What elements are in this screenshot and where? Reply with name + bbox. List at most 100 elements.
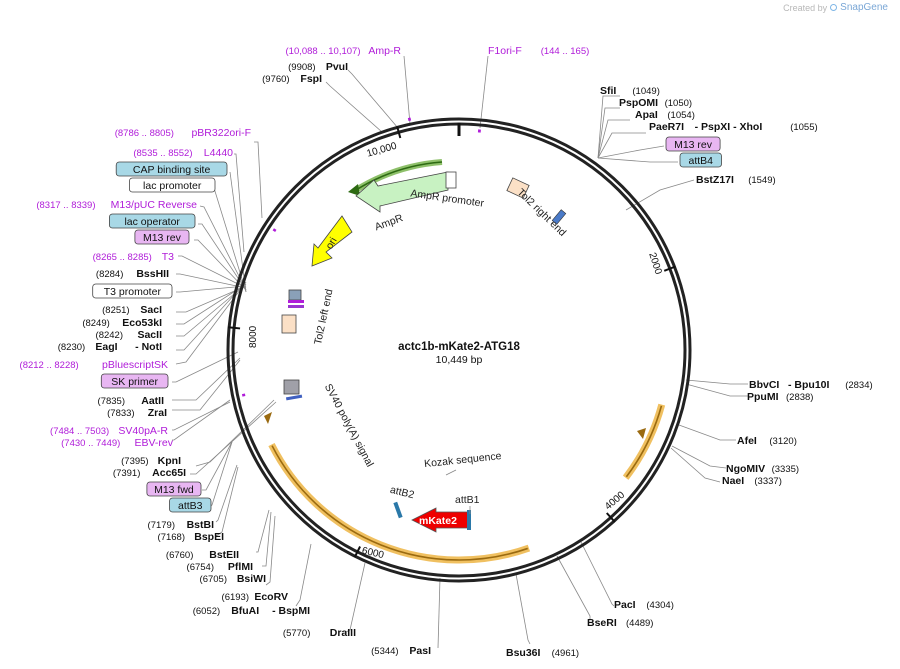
enzyme-label: PflMI	[228, 561, 253, 573]
annotation-m13-rev: M13 rev	[134, 229, 190, 245]
watermark-brand: SnapGene	[840, 2, 888, 13]
annotation-pvui: PvuI(9908)	[288, 61, 348, 73]
enzyme-position: (8249)	[82, 318, 109, 329]
feature-label-attb1: attB1	[455, 494, 480, 506]
annotation-right-paer7i: PaeR7I- PspXI - XhoI(1055)	[649, 121, 818, 133]
feature-box	[109, 213, 196, 229]
attb2-marker	[393, 501, 403, 519]
tol2-right-end-box	[506, 177, 530, 199]
annotation-pbr322ori-f: pBR322ori-F(8786 .. 8805)	[115, 127, 251, 139]
attb1-marker	[467, 510, 471, 530]
feature-label-ori: ori	[323, 235, 339, 251]
feature-box	[128, 177, 216, 193]
mkate2-feature-arrow	[411, 507, 471, 533]
enzyme-label: EcoRV	[254, 591, 288, 603]
primer-label: EBV-rev	[134, 437, 173, 449]
enzyme-extra: - BspMI	[272, 605, 310, 617]
feature-box	[134, 229, 190, 245]
enzyme-label: PaeR7I	[649, 121, 684, 133]
feature-box	[679, 152, 722, 168]
enzyme-position: (6705)	[200, 574, 227, 585]
annotation-right-bbvci: BbvCI- Bpu10I(2834)	[749, 379, 873, 391]
feature-label-attb2: attB2	[389, 484, 416, 502]
feature-label-kozak: Kozak sequence	[424, 450, 503, 470]
primer-label: Amp-R	[368, 45, 401, 57]
tick-mark-8000	[228, 326, 241, 330]
enzyme-label: Eco53kI	[122, 317, 162, 329]
feature-box-label: lac operator	[124, 216, 180, 228]
enzyme-position: (2838)	[786, 392, 813, 403]
watermark: Created by SnapGene	[783, 2, 888, 13]
feature-box-label: CAP binding site	[133, 164, 211, 176]
enzyme-label: NgoMIV	[726, 463, 765, 475]
annotation-right-afei: AfeI(3120)	[737, 435, 797, 447]
enzyme-position: (1050)	[665, 98, 692, 109]
feature-box-label: attB3	[178, 500, 203, 512]
sv40-marker	[285, 394, 303, 401]
annotation-right-naei: NaeI(3337)	[722, 475, 782, 487]
annotation-t3-promoter: T3 promoter	[92, 283, 173, 299]
primer-label: pBluescriptSK	[102, 359, 168, 371]
enzyme-position: (5770)	[283, 628, 310, 639]
enzyme-position: (3337)	[754, 476, 781, 487]
enzyme-label: AfeI	[737, 435, 757, 447]
enzyme-label: FspI	[300, 73, 322, 85]
feature-box	[100, 373, 169, 389]
enzyme-position: (5344)	[371, 646, 398, 657]
ori-feature-arrow	[311, 215, 353, 267]
enzyme-position: (2834)	[845, 380, 872, 391]
enzyme-label: BssHII	[136, 268, 169, 280]
annotation-right-attb4: attB4	[679, 152, 722, 168]
feature-label-sv40: SV40 poly(A) signal	[322, 382, 376, 469]
enzyme-position: (6193)	[222, 592, 249, 603]
enzyme-extra: - Bpu10I	[788, 379, 830, 391]
annotation-pasi: PasI(5344)	[371, 645, 431, 657]
enzyme-label: BstZ17I	[696, 174, 734, 186]
annotation-lac-operator: lac operator	[109, 213, 196, 229]
primer-label: T3	[162, 251, 174, 263]
annotation-right-bseri: BseRI(4489)	[587, 617, 653, 629]
annotation-t3: T3(8265 .. 8285)	[93, 251, 175, 263]
right-annotations: F1ori-F(144 .. 165)SfiI(1049)PspOMI(1050…	[488, 45, 873, 659]
enzyme-label: BspEI	[194, 531, 224, 543]
enzyme-position: (1549)	[748, 175, 775, 186]
enzyme-position: (7835)	[98, 396, 125, 407]
feature-box	[169, 497, 212, 513]
feature-box-label: SK primer	[111, 376, 158, 388]
plasmid-length: 10,449 bp	[436, 354, 483, 366]
enzyme-position: (7168)	[158, 532, 185, 543]
enzyme-position: (1055)	[790, 122, 817, 133]
feature-box-label: M13 rev	[143, 232, 182, 244]
enzyme-position: (8242)	[96, 330, 123, 341]
enzyme-label: AatII	[141, 395, 164, 407]
enzyme-label: PvuI	[326, 61, 348, 73]
annotation-right-sfii: SfiI(1049)	[600, 85, 660, 97]
primer-range: (8786 .. 8805)	[115, 128, 174, 139]
tol2-right-marker	[551, 209, 567, 225]
primer-label: SV40pA-R	[118, 425, 168, 437]
enzyme-label: BseRI	[587, 617, 617, 629]
enzyme-position: (6760)	[166, 550, 193, 561]
enzyme-extra: - NotI	[135, 341, 162, 353]
annotation-right-m13-rev: M13 rev	[665, 136, 721, 152]
annotation-acc65i: Acc65I(7391)	[113, 467, 186, 479]
enzyme-position: (4304)	[646, 600, 673, 611]
feature-box-label: M13 fwd	[154, 484, 194, 496]
annotation-right-paci: PacI(4304)	[614, 599, 674, 611]
orf-arc-bottom-arrow-icon	[264, 412, 272, 424]
primer-label: L4440	[204, 147, 233, 159]
primer-label: M13/pUC Reverse	[111, 199, 198, 211]
primer-range: (8535 .. 8552)	[133, 148, 192, 159]
enzyme-label: PpuMI	[747, 391, 779, 403]
enzyme-label: BsiWI	[237, 573, 266, 585]
annotation-eco53ki: Eco53kI (8249)	[82, 317, 162, 329]
annotation-sv40pa-r: SV40pA-R(7484 .. 7503)	[50, 425, 168, 437]
feature-box	[115, 161, 228, 177]
primer-amp-r-mark	[407, 117, 412, 122]
enzyme-label: SacI	[140, 304, 162, 316]
enzyme-label: BstBI	[187, 519, 215, 531]
tick-mark-6000	[353, 546, 361, 558]
enzyme-position: (7833)	[107, 408, 134, 419]
primer-range: (8317 .. 8339)	[36, 200, 95, 211]
